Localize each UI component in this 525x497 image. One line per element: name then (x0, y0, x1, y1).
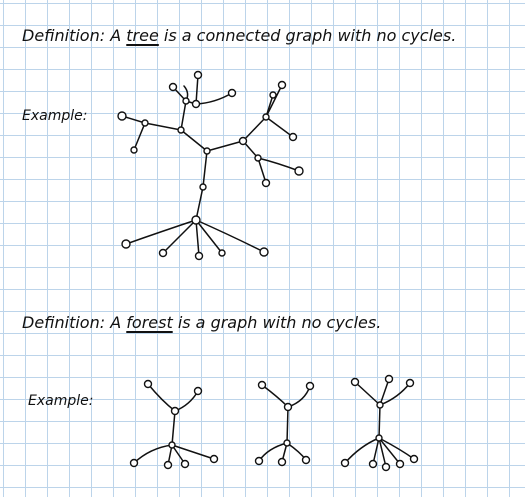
forest-tree-2 (254, 380, 315, 467)
definition-label: Definition: (22, 313, 106, 332)
definition-text: is a graph with no cycles. (177, 313, 382, 332)
tree-graph (117, 70, 304, 261)
definition-pre: A (110, 313, 122, 332)
forest-tree-3 (340, 374, 419, 472)
definition-text: is a connected graph with no cycles. (163, 26, 457, 45)
definition-label: Definition: (22, 26, 106, 45)
forest-example-label: Example: (28, 393, 94, 409)
term-tree: tree (126, 26, 159, 45)
tree-example-label: Example: (22, 108, 88, 124)
forest-tree-1 (129, 379, 219, 470)
definition-pre: A (110, 26, 122, 45)
tree-definition: Definition: A tree is a connected graph … (22, 26, 456, 45)
forest-definition: Definition: A forest is a graph with no … (22, 313, 381, 332)
term-forest: forest (126, 313, 173, 332)
